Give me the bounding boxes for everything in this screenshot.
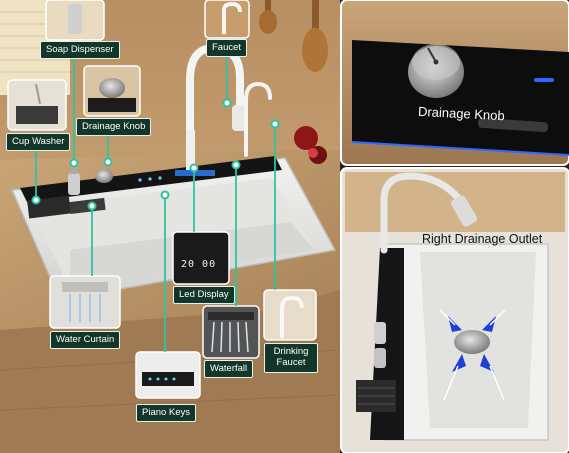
label-soap-dispenser: Soap Dispenser <box>40 41 120 59</box>
led-readout: 20 00 <box>181 259 217 270</box>
label-waterfall: Waterfall <box>204 360 254 378</box>
leader-dot-icon <box>87 201 97 211</box>
label-piano-keys: Piano Keys <box>136 404 197 422</box>
leader-dot-icon <box>160 190 170 200</box>
label-cup-washer: Cup Washer <box>6 133 71 151</box>
leader-dot-icon <box>270 119 280 129</box>
leader-dot-icon <box>189 163 199 173</box>
label-drinking-faucet: Drinking Faucet <box>264 343 318 373</box>
leader-dot-icon <box>222 98 232 108</box>
label-water-curtain: Water Curtain <box>50 331 121 349</box>
label-drainage-knob: Drainage Knob <box>76 118 152 136</box>
leader-dot-icon <box>103 157 113 167</box>
leader-dot-icon <box>231 160 241 170</box>
leader-dot-icon <box>31 195 41 205</box>
leader-dot-icon <box>69 158 79 168</box>
inset-right-drainage-outlet: Right Drainage Outlet <box>422 232 543 246</box>
label-led-display: Led Display <box>173 286 235 304</box>
label-faucet: Faucet <box>206 39 248 57</box>
